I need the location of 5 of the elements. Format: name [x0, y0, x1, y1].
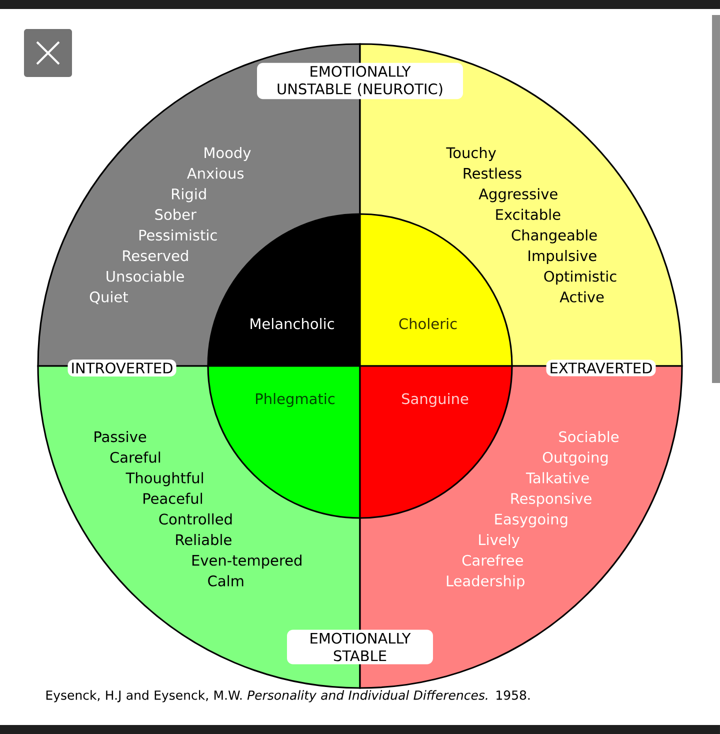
axis-label: INTROVERTED — [68, 360, 176, 376]
citation: Eysenck, H.J and Eysenck, M.W. Personality and Individual Differences. 1958. — [46, 690, 530, 702]
axis-label: EXTRAVERTED — [546, 360, 656, 376]
axis-label: EMOTIONALLY STABLE — [287, 630, 433, 664]
axis-label: EMOTIONALLY UNSTABLE (NEUROTIC) — [257, 62, 463, 100]
